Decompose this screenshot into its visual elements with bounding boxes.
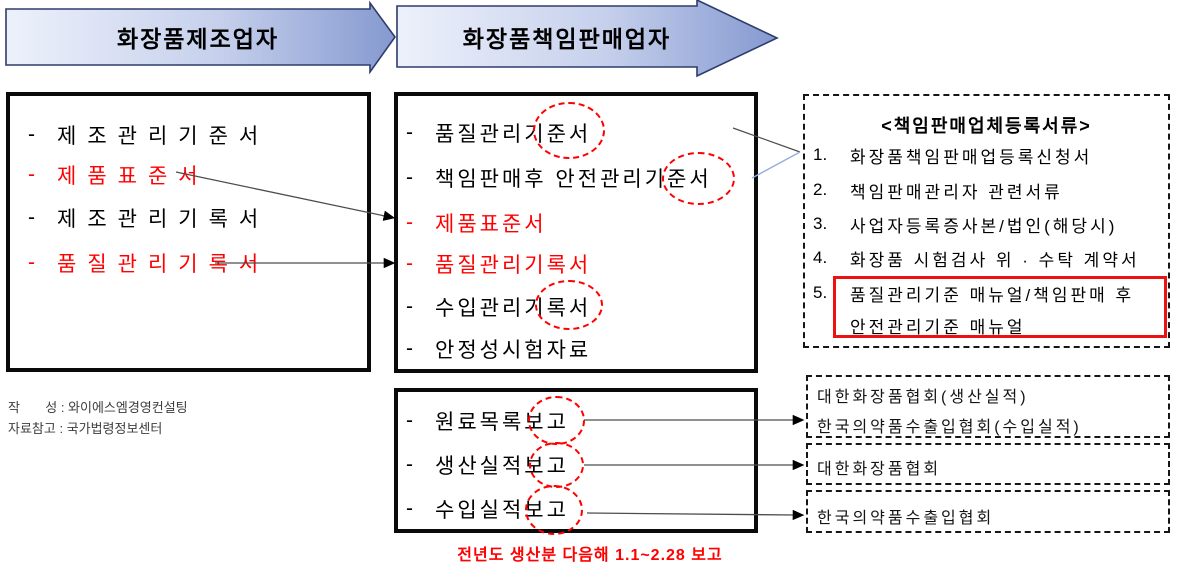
item-number: 2.	[813, 180, 828, 199]
association-label: 한국의약품수출입협회(수입실적)	[817, 419, 1082, 436]
credits-line1: 작 성 : 와이에스엠경영컨설팅	[8, 400, 188, 415]
doc-label: 안정성시험자료	[435, 339, 592, 362]
item-label: 화장품책임판매업등록신청서	[850, 147, 1093, 167]
dash-bullet: -	[28, 206, 35, 229]
dash-bullet: -	[28, 251, 35, 274]
dash-bullet: -	[406, 252, 413, 275]
footnote-text: 전년도 생산분 다음해 1.1~2.28 보고	[457, 547, 723, 564]
association-box-2	[806, 443, 1170, 485]
registration-item: 1. 화장품책임판매업등록신청서	[813, 143, 1092, 167]
highlight-ellipse	[529, 442, 584, 488]
manufacturer-docs-box	[6, 92, 371, 372]
list-item: - 제조관리기록서	[28, 204, 269, 232]
item-label: 화장품 시험검사 위 · 수탁 계약서	[850, 250, 1140, 270]
item-number: 5.	[813, 283, 828, 302]
list-item: - 제품표준서	[406, 209, 547, 237]
dash-bullet: -	[406, 453, 413, 476]
item-label: 책임판매관리자 관련서류	[850, 182, 1063, 202]
item5-highlight-rect	[833, 276, 1167, 338]
dash-bullet: -	[406, 409, 413, 432]
registration-docs-box	[803, 94, 1170, 348]
list-item: - 안정성시험자료	[406, 335, 591, 363]
association-box-1	[806, 375, 1170, 438]
association-box-3	[806, 490, 1170, 533]
registration-box-title: <책임판매업체등록서류>	[881, 116, 1092, 136]
list-item: - 품질관리기록서	[28, 249, 269, 277]
highlight-ellipse	[533, 102, 605, 159]
item-number: 1.	[813, 145, 828, 164]
item-label: 품질관리기준 매뉴얼/책임판매 후	[850, 285, 1135, 305]
list-item: - 책임판매후 안전관리기준서	[406, 164, 712, 192]
report-box	[394, 388, 758, 533]
doc-label: 제품표준서	[57, 165, 209, 188]
doc-label: 품질관리기록서	[435, 254, 592, 277]
seller-docs-box	[394, 92, 758, 373]
manufacturer-banner-title: 화장품제조업자	[116, 26, 280, 52]
item-label: 사업자등록증사본/법인(해당시)	[850, 216, 1118, 236]
doc-label: 책임판매후 안전관리기준서	[435, 168, 712, 191]
registration-item: 5. 품질관리기준 매뉴얼/책임판매 후	[813, 281, 1134, 305]
item-number: 4.	[813, 248, 828, 267]
credits-text: 작 성 : 와이에스엠경영컨설팅 자료참고 : 국가법령정보센터	[8, 397, 188, 439]
highlight-ellipse	[535, 280, 603, 330]
dash-bullet: -	[406, 295, 413, 318]
dash-bullet: -	[28, 123, 35, 146]
banner-arrows-layer	[5, 0, 779, 78]
highlight-ellipse	[525, 485, 583, 535]
seller-arrow-banner	[396, 0, 779, 78]
association-label: 대한화장품협회	[817, 461, 942, 478]
highlight-ellipse	[662, 152, 735, 205]
registration-item: 3. 사업자등록증사본/법인(해당시)	[813, 212, 1117, 236]
doc-label: 제조관리기록서	[57, 208, 270, 231]
seller-banner-title: 화장품책임판매업자	[462, 25, 672, 52]
list-item: - 품질관리기록서	[406, 250, 591, 278]
dash-bullet: -	[28, 163, 35, 186]
manufacturer-arrow-banner	[5, 0, 396, 75]
highlight-ellipse	[528, 396, 585, 445]
registration-item-line2: 안전관리기준 매뉴얼	[850, 318, 1026, 337]
doc-label: 제품표준서	[435, 213, 547, 236]
dash-bullet: -	[406, 166, 413, 189]
credits-line2: 자료참고 : 국가법령정보센터	[8, 421, 163, 436]
association-label: 한국의약품수출입협회	[817, 510, 995, 527]
dash-bullet: -	[406, 497, 413, 520]
list-item: - 제조관리기준서	[28, 121, 269, 149]
list-item: - 제품표준서	[28, 161, 209, 189]
doc-label: 품질관리기록서	[57, 253, 270, 276]
dash-bullet: -	[406, 211, 413, 234]
doc-label: 제조관리기준서	[57, 125, 270, 148]
association-label: 대한화장품협회(생산실적)	[817, 389, 1029, 406]
registration-item: 2. 책임판매관리자 관련서류	[813, 178, 1063, 202]
dash-bullet: -	[406, 121, 413, 144]
item-number: 3.	[813, 214, 828, 233]
registration-item: 4. 화장품 시험검사 위 · 수탁 계약서	[813, 246, 1140, 270]
dash-bullet: -	[406, 337, 413, 360]
connector-safety-standard-to-regbox	[751, 151, 801, 179]
